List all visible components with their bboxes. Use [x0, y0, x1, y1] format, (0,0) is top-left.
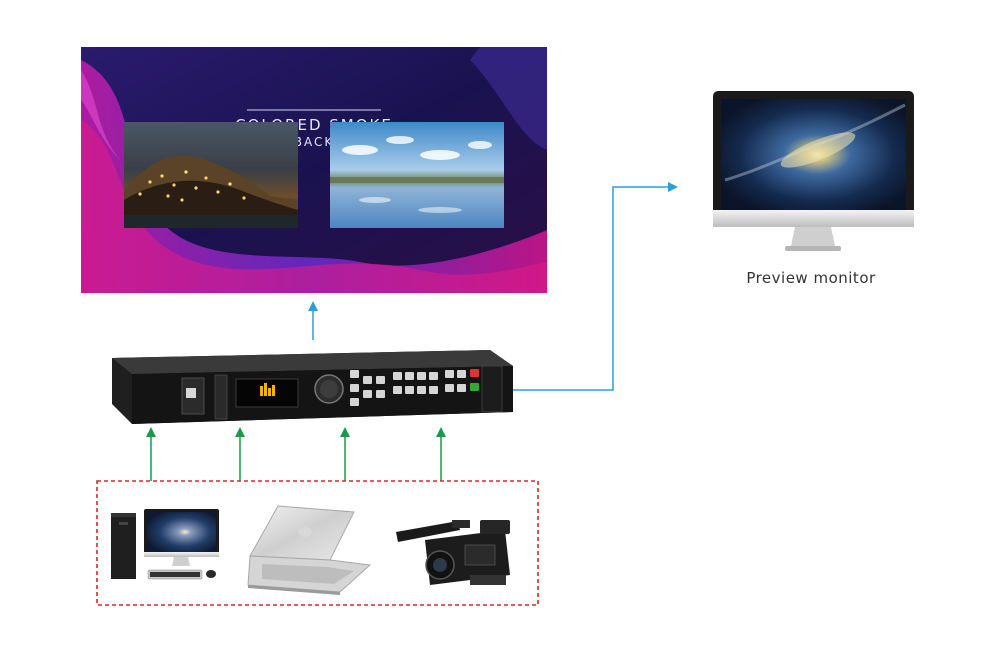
input-sources-group — [96, 480, 539, 606]
laptop-icon — [247, 505, 372, 595]
preview-monitor-label: Preview monitor — [746, 269, 876, 287]
desktop-pc-icon — [111, 509, 219, 580]
desktop-monitor-icon — [713, 91, 914, 251]
screen-window-night-town — [124, 122, 298, 228]
led-screen-icon: COLORED SMOKE BACK — [81, 47, 547, 293]
video-processor-icon — [112, 350, 513, 424]
video-camera-icon — [396, 520, 510, 585]
screen-window-lake — [330, 122, 504, 228]
screen-title-line2: BACK — [294, 135, 334, 149]
output-arrow-to-preview — [513, 182, 678, 391]
